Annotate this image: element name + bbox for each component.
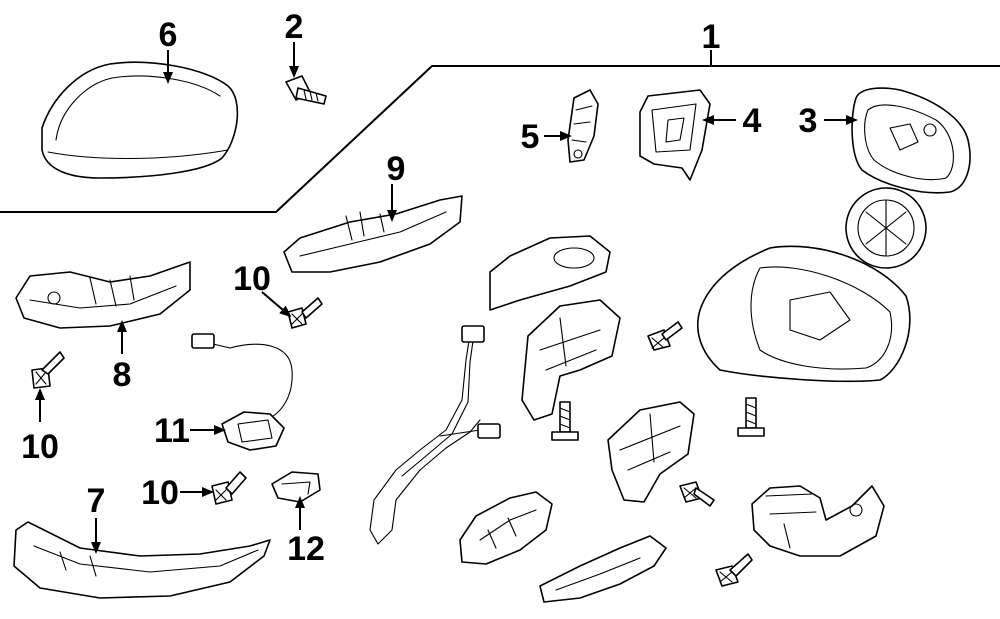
callout-8: 8 [113, 356, 132, 394]
callout-1: 1 [702, 18, 721, 56]
part-4-bracket [639, 89, 711, 181]
leader-10a [261, 291, 292, 318]
part-10-screw-a [287, 297, 323, 329]
part-9-signal-lens [283, 195, 463, 273]
part-12-lamp [271, 471, 321, 503]
callout-10b: 10 [21, 428, 59, 466]
part-actuator-motor [845, 187, 927, 269]
part-2-screw [285, 75, 327, 105]
part-5-clip [567, 89, 599, 163]
part-bolt-a [551, 401, 579, 441]
callout-6: 6 [159, 16, 178, 54]
assembly-boundary [0, 65, 1000, 213]
callout-9: 9 [387, 150, 406, 188]
part-10-screw-c [211, 471, 247, 505]
callout-5: 5 [521, 118, 540, 156]
part-8-signal-housing [15, 261, 191, 329]
part-lower-trim [539, 535, 667, 603]
part-bolt-b [737, 397, 765, 437]
callout-2: 2 [285, 8, 304, 46]
callout-7: 7 [87, 482, 106, 520]
part-screw-e [679, 481, 715, 507]
callout-12: 12 [287, 530, 325, 568]
part-screw-f [715, 553, 753, 587]
part-mirror-base-cover [489, 235, 611, 311]
part-3-mirror-glass [851, 87, 971, 194]
callout-11: 11 [154, 412, 190, 450]
part-mount-bracket [607, 401, 695, 503]
part-wiring-harness [369, 325, 501, 545]
callout-10a: 10 [233, 260, 271, 298]
callout-4: 4 [743, 102, 762, 140]
part-10-screw-b [31, 351, 65, 389]
part-6-mirror-cover [41, 61, 239, 179]
callout-10c: 10 [141, 474, 179, 512]
callout-3: 3 [799, 102, 818, 140]
part-screw-d [647, 321, 683, 351]
part-7-lower-cover [13, 521, 271, 599]
part-fold-motor [751, 485, 885, 557]
part-mirror-housing [697, 245, 911, 383]
part-base-bracket [521, 299, 621, 421]
part-11-harness [191, 333, 293, 451]
part-gasket [459, 491, 553, 565]
